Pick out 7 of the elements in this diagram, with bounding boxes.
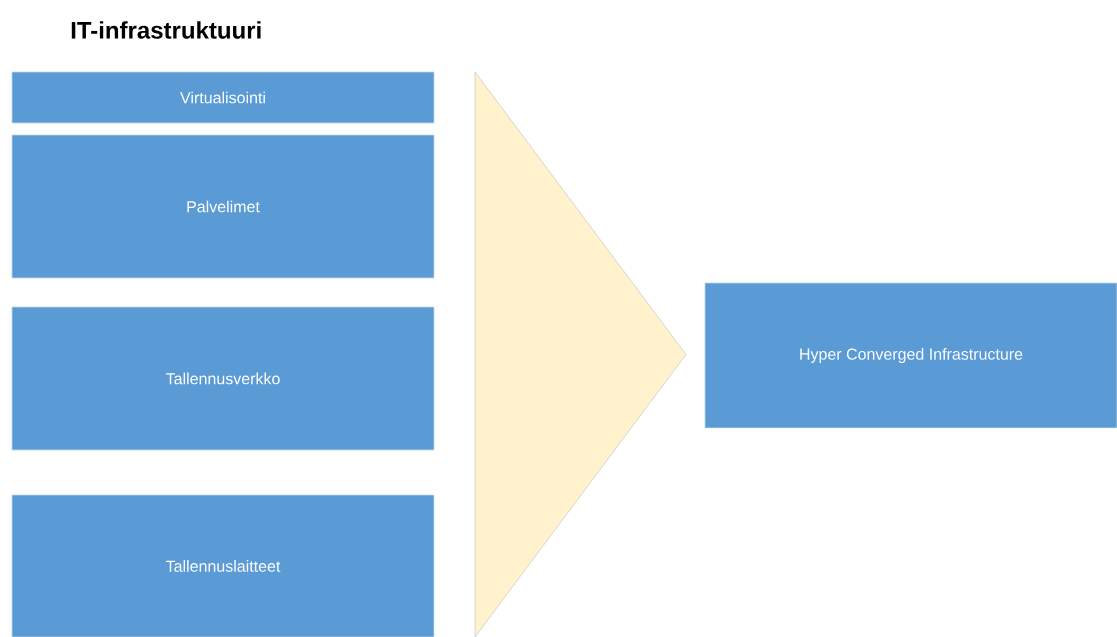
funnel-triangle: [474, 71, 687, 637]
process-box: Tallennuslaitteet: [11, 494, 435, 637]
process-box: Hyper Converged Infrastructure: [704, 282, 1117, 429]
process-box: Virtualisointi: [11, 71, 435, 124]
process-box: Palvelimet: [11, 134, 435, 279]
process-box: Tallennusverkko: [11, 306, 435, 451]
title: IT-infrastruktuuri: [71, 21, 261, 39]
